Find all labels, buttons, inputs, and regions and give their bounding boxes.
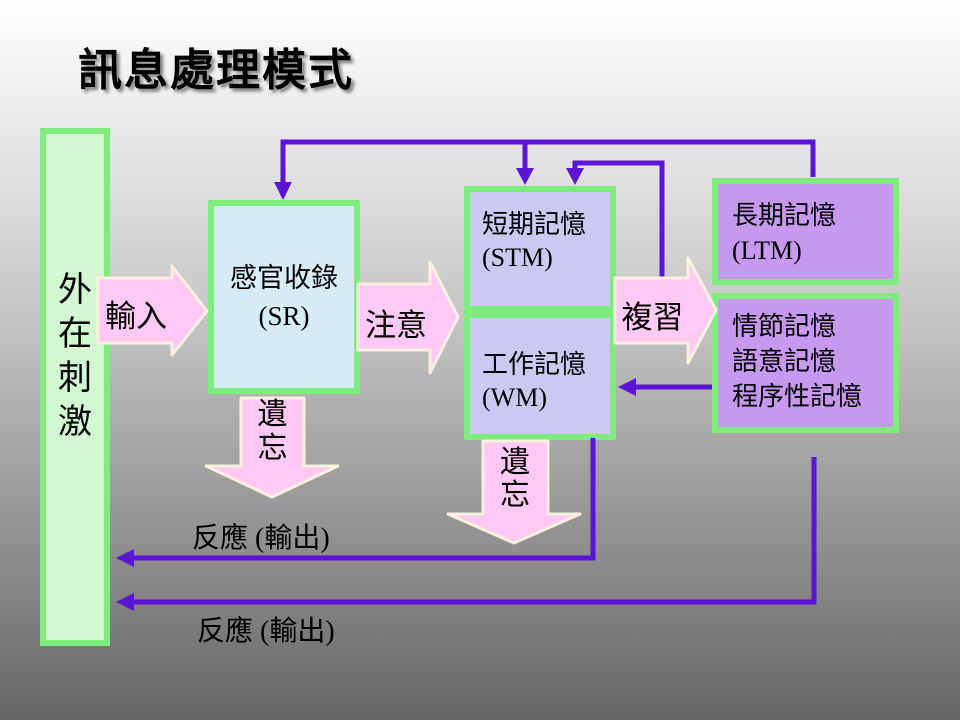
arrowhead-left-to-wm-icon (618, 378, 636, 396)
sensory-register-box: 感官收錄 (SR) (208, 200, 360, 394)
forgetting-wm-label: 遺 忘 (500, 446, 530, 512)
forgetting-sr-label: 遺 忘 (257, 398, 288, 465)
arrowhead-left-response1-icon (116, 549, 134, 567)
attention-arrow-label: 注意 (365, 308, 427, 343)
rehearsal-arrow-label: 複習 (621, 300, 684, 335)
input-arrow-label: 輸入 (105, 299, 167, 334)
arrowhead-down-to-stm-icon (516, 168, 534, 185)
arrowhead-down-to-sr-icon (274, 182, 292, 200)
response-output-label-1: 反應 (輸出) (192, 523, 330, 554)
arrowhead-down-retrieval-icon (566, 168, 584, 185)
ltm-subtypes-box: 情節記憶 語意記憶 程序性記憶 (712, 293, 899, 433)
working-memory-box: 工作記憶 (WM) (464, 312, 616, 440)
external-stimulus-box: 外 在 刺 激 (40, 128, 110, 646)
long-term-memory-box: 長期記憶 (LTM) (712, 178, 899, 285)
arrowhead-left-response2-icon (116, 593, 134, 611)
page-title: 訊息處理模式 (78, 46, 354, 95)
short-term-memory-box: 短期記憶 (STM) (464, 186, 616, 312)
response-output-label-2: 反應 (輸出) (197, 616, 335, 647)
